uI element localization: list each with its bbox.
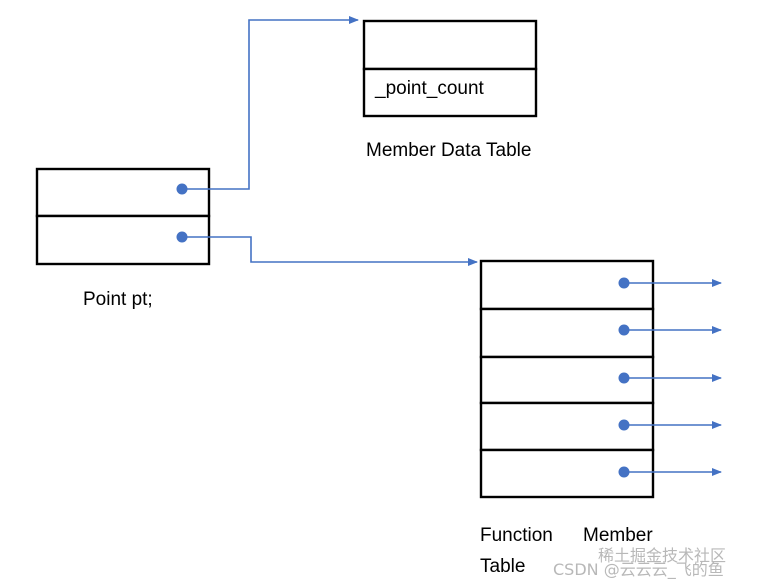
member-data-row-2-label: _point_count (374, 78, 485, 99)
member-data-row-1 (362, 19, 538, 71)
member-data-row-2 (362, 67, 538, 118)
function-table-caption-table: Table (480, 556, 525, 577)
pointer-to-function-member-table-arrow (182, 236, 478, 266)
function-table-caption-member: Member (583, 525, 653, 546)
watermark-overlay-text: 稀土掘金技术社区 (598, 546, 726, 565)
watermark-text: CSDN @云云云_飞的鱼 (553, 560, 724, 580)
point-object: Point pt; (35, 167, 211, 310)
member-data-table-caption: Member Data Table (366, 140, 531, 161)
function-member-table: Function Member Table (479, 259, 722, 577)
watermark: 稀土掘金技术社区 CSDN @云云云_飞的鱼 (553, 546, 726, 580)
point-object-caption: Point pt; (83, 289, 153, 310)
member-data-table: _point_count Member Data Table (362, 19, 538, 161)
function-table-caption-function: Function (480, 525, 553, 546)
pointer-to-member-data-table-arrow (182, 16, 359, 190)
